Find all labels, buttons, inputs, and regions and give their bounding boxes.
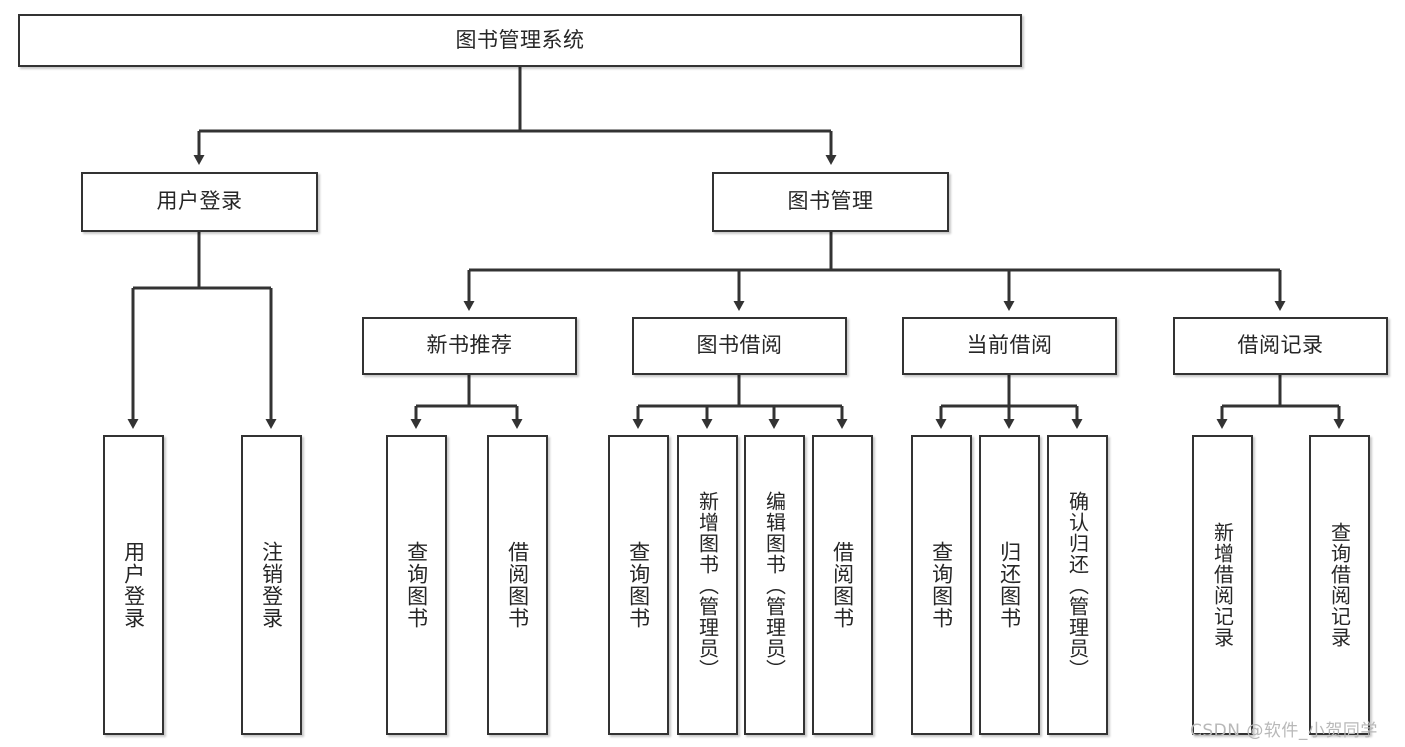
leaf-user-login[interactable]: 用户登录 — [103, 435, 164, 735]
leaf-add-book-admin[interactable]: 新增图书（管理员） — [677, 435, 738, 735]
node-label: 图书借阅 — [696, 333, 783, 358]
node-book-borrow[interactable]: 图书借阅 — [632, 317, 847, 375]
node-label: 查询图书 — [404, 541, 429, 629]
leaf-logout[interactable]: 注销登录 — [241, 435, 302, 735]
node-label: 当前借阅 — [966, 333, 1053, 358]
leaf-query-book-recommend[interactable]: 查询图书 — [386, 435, 447, 735]
node-book-management[interactable]: 图书管理 — [712, 172, 949, 232]
node-user-login[interactable]: 用户登录 — [81, 172, 318, 232]
node-label: 注销登录 — [259, 541, 284, 629]
node-current-borrow[interactable]: 当前借阅 — [902, 317, 1117, 375]
node-label: 归还图书 — [997, 541, 1022, 629]
node-label: 编辑图书（管理员） — [762, 490, 787, 680]
leaf-query-book-borrow[interactable]: 查询图书 — [608, 435, 669, 735]
csdn-watermark: CSDN @软件_小贺同学 — [1190, 721, 1378, 741]
leaf-edit-book-admin[interactable]: 编辑图书（管理员） — [744, 435, 805, 735]
leaf-return-book[interactable]: 归还图书 — [979, 435, 1040, 735]
leaf-confirm-return-admin[interactable]: 确认归还（管理员） — [1047, 435, 1108, 735]
leaf-borrow-book-recommend[interactable]: 借阅图书 — [487, 435, 548, 735]
node-label: 图书管理系统 — [455, 27, 585, 52]
node-root-system[interactable]: 图书管理系统 — [18, 14, 1022, 67]
node-label: 图书管理 — [787, 189, 874, 214]
leaf-query-book-current[interactable]: 查询图书 — [911, 435, 972, 735]
node-label: 查询图书 — [929, 541, 954, 629]
node-label: 新增借阅记录 — [1210, 522, 1235, 648]
node-label: 借阅记录 — [1237, 333, 1324, 358]
node-new-book-recommend[interactable]: 新书推荐 — [362, 317, 577, 375]
node-label: 借阅图书 — [830, 541, 855, 629]
node-label: 新增图书（管理员） — [695, 490, 720, 680]
node-label: 查询借阅记录 — [1327, 522, 1352, 648]
node-label: 查询图书 — [626, 541, 651, 629]
leaf-borrow-book[interactable]: 借阅图书 — [812, 435, 873, 735]
node-borrow-record[interactable]: 借阅记录 — [1173, 317, 1388, 375]
node-label: 用户登录 — [156, 189, 243, 214]
node-label: 确认归还（管理员） — [1065, 490, 1090, 680]
leaf-add-borrow-record[interactable]: 新增借阅记录 — [1192, 435, 1253, 735]
node-label: 借阅图书 — [505, 541, 530, 629]
node-label: 用户登录 — [121, 541, 146, 629]
leaf-query-borrow-record[interactable]: 查询借阅记录 — [1309, 435, 1370, 735]
node-label: 新书推荐 — [426, 333, 513, 358]
